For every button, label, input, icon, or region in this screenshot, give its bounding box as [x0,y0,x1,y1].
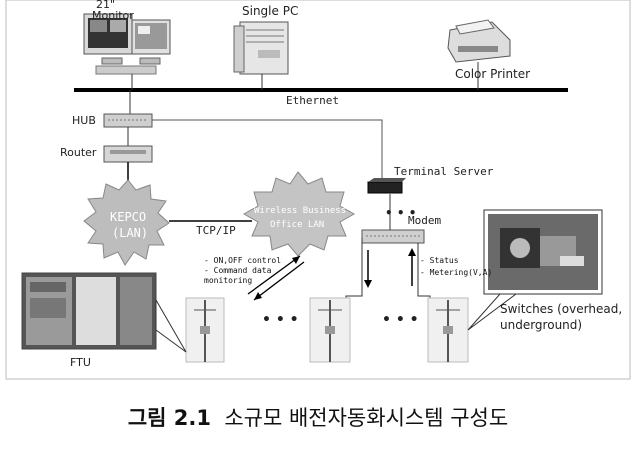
color-printer-label: Color Printer [455,67,531,81]
ftu-callout [155,298,187,353]
figure-caption: 그림 2.1 소규모 배전자동화시스템 구성도 [0,402,636,432]
modem-icon [361,229,425,244]
hub-terminal-link [152,119,383,182]
arrowhead-wireless-1 [292,256,300,264]
ftu-photo [21,272,157,350]
terminal-server-label: Terminal Server [394,165,494,178]
tcpip-label: TCP/IP [196,224,236,237]
kepco-label: KEPCO [110,210,147,224]
single-pc-label: Single PC [242,4,299,18]
status-line-1: - Status [420,256,459,265]
terminal-server-icon [367,178,406,194]
switches-label-line1: Switches (overhead, [500,302,623,316]
ethernet-label: Ethernet [286,94,339,107]
pole-photo-1 [185,297,225,363]
pc-icon [233,21,289,75]
dots-terminal: • • • [385,206,417,220]
switches-label-line2: underground) [500,318,583,332]
wireless-label-line2: Office LAN [270,220,325,230]
status-line-2: - Metering(V,A) [420,268,493,277]
monitor-icon [83,13,171,75]
router-icon [103,145,153,163]
arrowhead-up [408,248,416,256]
printer-icon [447,19,511,63]
control-line-1: - ON,OFF control [204,256,282,265]
control-line-2: - Command data [204,266,272,275]
wireless-label-line1: Wireless Business [254,206,347,216]
wireless-arrow-1 [247,255,301,295]
modem-label: Modem [408,214,442,227]
arrowhead-down [364,280,372,288]
dots-poles-1: • • • [262,312,299,328]
kepco-lan-label: (LAN) [112,226,149,240]
control-line-3: monitoring [204,276,253,285]
hub-icon [103,113,153,128]
pole-photo-3 [427,297,469,363]
kepco-lan-burst [83,179,170,266]
monitor-size-label: 21" [96,0,116,11]
monitor-label: Monitor [92,9,134,22]
arrowhead-wireless-2 [254,292,262,300]
router-label: Router [60,146,97,159]
switches-photo [483,209,603,295]
switches-callout [467,293,518,331]
wireless-lan-burst [242,171,356,257]
dots-poles-2: • • • [382,312,419,328]
caption-title: 소규모 배전자동화시스템 구성도 [224,406,509,430]
pole-photo-2 [309,297,351,363]
hub-label: HUB [72,114,96,127]
ftu-label: FTU [70,356,91,369]
wireless-arrow-2 [253,261,305,301]
caption-prefix: 그림 2.1 [127,406,211,430]
